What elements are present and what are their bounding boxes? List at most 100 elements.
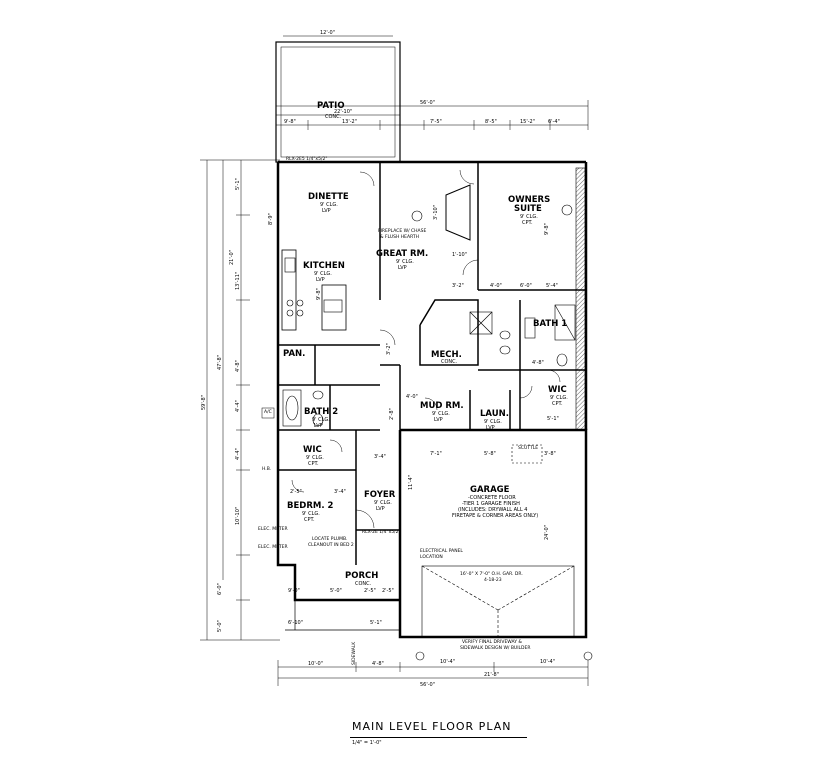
dim-top-d: 8'-5" — [485, 119, 497, 125]
room-garage: GARAGE -CONCRETE FLOOR -TIER 1 GARAGE FI… — [452, 485, 538, 519]
room-kitchen: KITCHEN 9' CLG. LVP — [303, 261, 345, 283]
mud-rm-label: MUD RM. — [420, 401, 464, 411]
bath1-fixtures — [469, 304, 576, 367]
room-bedrm2: BEDRM. 2 9' CLG. CPT. — [287, 501, 334, 523]
dim-bath-w: 2'-5" — [290, 489, 302, 495]
note-garage-door: 16'-0" X 7'-0" O.H. GAR. DR. — [460, 571, 523, 577]
garage-line-3: (INCLUDES: DRYWALL ALL 4 — [458, 507, 527, 513]
dim-left-c: 13'-11" — [235, 272, 241, 290]
left-dimension-lines — [200, 159, 280, 641]
note-dinette-window: RLX-2E5 1/4"x5/2" — [286, 156, 327, 162]
room-mud-rm: MUD RM. 9' CLG. LVP — [420, 401, 464, 423]
foyer-floor: LVP — [376, 506, 385, 512]
note-gas-meter: ELEC. METER — [258, 544, 288, 550]
dim-right-a: 24'-0" — [544, 525, 550, 540]
dim-top-b: 13'-2" — [342, 119, 357, 125]
dim-left-total: 59'-8" — [201, 395, 207, 410]
dim-left-f2: 4'-4" — [235, 448, 241, 460]
great-rm-floor: LVP — [398, 265, 407, 271]
room-owners-suite: OWNERS SUITE 9' CLG. CPT. — [508, 195, 550, 226]
note-sidewalk: SIDEWALK — [351, 641, 357, 665]
kitchen-floor: LVP — [316, 277, 325, 283]
room-foyer: FOYER 9' CLG. LVP — [364, 490, 396, 512]
room-wic-bed2: WIC 9' CLG. CPT. — [303, 445, 324, 467]
dim-garage-w: 7'-1" — [430, 451, 442, 457]
note-scuttle: SCUTTLE — [518, 445, 538, 451]
dim-dinette-a: 8'-9" — [268, 213, 274, 225]
dim-suite-w3: 6'-0" — [520, 283, 532, 289]
note-hb: H.B. — [262, 466, 271, 472]
dim-top-a: 9'-8" — [284, 119, 296, 125]
dim-laun-a: 5'-1" — [547, 416, 559, 422]
dim-hall-w: 3'-4" — [374, 454, 386, 460]
dim-left-b: 21'-0" — [229, 250, 235, 265]
room-laun: LAUN. 9' CLG. LVP — [480, 409, 509, 431]
note-fireplace-2: & FLUSH HEARTH — [380, 234, 419, 240]
garage-line-1: -CONCRETE FLOOR — [468, 495, 516, 501]
bath2-fixtures — [282, 389, 324, 427]
dinette-floor: LVP — [322, 208, 331, 214]
dim-top-f: 6'-4" — [548, 119, 560, 125]
dim-left-i: 5'-0" — [217, 620, 223, 632]
dim-garage-w2: 5'-8" — [484, 451, 496, 457]
right-wall-hatch — [575, 167, 586, 431]
note-ac: A/C — [264, 409, 272, 415]
kitchen-fixtures — [284, 257, 343, 317]
note-garage-door-2: 4-18-23 — [484, 577, 502, 583]
bath2-sub: 9' CLG. — [312, 417, 330, 423]
mech-label: MECH. — [431, 350, 462, 360]
dim-fp-b: 1'-10" — [452, 252, 467, 258]
dim-left-f: 4'-4" — [235, 400, 241, 412]
garage-line-2: -TIER 1 GARAGE FINISH — [462, 501, 520, 507]
dim-mud-a: 4'-0" — [406, 394, 418, 400]
dim-suite-w2: 4'-0" — [490, 283, 502, 289]
dim-suite-w: 5'-4" — [546, 283, 558, 289]
top-dimension-lines — [275, 100, 589, 130]
owners-suite-floor: CPT. — [522, 220, 533, 226]
dim-top-total: 56'-0" — [420, 100, 435, 106]
room-porch: PORCH CONC. — [345, 571, 378, 587]
kitchen-sub: 9' CLG. — [314, 271, 332, 277]
dim-garage-w3: 3'-8" — [544, 451, 556, 457]
note-locate-plumb: LOCATE PLUMB. — [312, 536, 347, 542]
kitchen-label: KITCHEN — [303, 261, 345, 271]
mech-sub: CONC. — [441, 359, 458, 365]
dim-top-e: 15'-2" — [520, 119, 535, 125]
room-bath2: BATH 2 9' CLG. LVP — [304, 407, 338, 429]
foyer-label: FOYER — [364, 490, 396, 500]
dim-mech-a: 3'-2" — [386, 343, 392, 355]
owners-suite-label: OWNERS — [508, 195, 550, 205]
door-swings — [291, 169, 561, 529]
plan-title: MAIN LEVEL FLOOR PLAN — [352, 720, 512, 733]
note-locate-plumb-2: CLEANOUT IN BED 2 — [308, 542, 354, 548]
dim-bot-total: 56'-0" — [420, 682, 435, 688]
dim-patio-w: 12'-0" — [320, 30, 335, 36]
great-rm-label: GREAT RM. — [376, 249, 428, 259]
plan-scale: 1/4" = 1'-0" — [352, 740, 382, 746]
dim-porch-d: 2'-5" — [382, 588, 394, 594]
porch-label: PORCH — [345, 571, 378, 581]
foyer-sub: 9' CLG. — [374, 500, 392, 506]
dim-wic-a: 4'-8" — [532, 360, 544, 366]
wic2-floor: CPT. — [308, 461, 319, 467]
dim-left-g: 10'-10" — [235, 507, 241, 525]
great-rm-sub: 9' CLG. — [396, 259, 414, 265]
pan-label: PAN. — [283, 349, 305, 359]
dim-porch-b: 5'-0" — [330, 588, 342, 594]
porch-sub: CONC. — [355, 581, 372, 587]
note-elec-panel-2: LOCATION — [420, 554, 443, 560]
section-marker — [561, 204, 573, 216]
note-verify-2: SIDEWALK DESIGN W/ BUILDER — [460, 645, 530, 651]
dim-porch-e: 6'-10" — [288, 620, 303, 626]
wic1-label: WIC — [548, 385, 567, 395]
bath1-label: BATH 1 — [533, 319, 567, 329]
dim-suite-d: 9'-8" — [544, 223, 550, 235]
bedrm2-sub: 9' CLG. — [302, 511, 320, 517]
wic1-sub: 9' CLG. — [550, 395, 568, 401]
hb-marker-1 — [415, 651, 425, 661]
dim-porch-a: 9'-0" — [288, 588, 300, 594]
dim-bath-w2: 3'-4" — [334, 489, 346, 495]
wic1-floor: CPT. — [552, 401, 563, 407]
mud-rm-floor: LVP — [434, 417, 443, 423]
